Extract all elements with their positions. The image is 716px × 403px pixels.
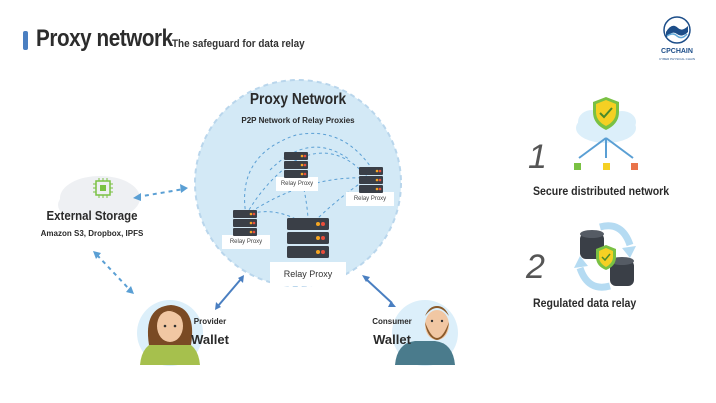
page-title: Proxy network — [36, 25, 173, 52]
proxy-network-subtitle: P2P Network of Relay Proxies — [241, 116, 355, 125]
page-subtitle: The safeguard for data relay — [172, 38, 305, 50]
proxy-network-title: Proxy Network — [249, 91, 347, 108]
external-storage-subtitle: Amazon S3, Dropbox, IPFS — [40, 229, 144, 238]
consumer-role: Consumer — [372, 317, 412, 326]
logo-name: CPCHAIN — [661, 48, 693, 55]
storage-arrowheads — [93, 184, 188, 294]
wallet-connectors — [217, 278, 393, 307]
relay-proxy-top-label: Relay Proxy — [280, 181, 314, 187]
provider-wallet-label: Wallet — [191, 332, 229, 347]
consumer-avatar — [392, 300, 458, 366]
external-storage-cloud — [58, 176, 140, 220]
provider-avatar — [137, 300, 203, 366]
shield-cloud-icon — [574, 97, 638, 170]
chip-icon — [93, 178, 113, 198]
relay-proxy-top — [276, 152, 318, 191]
relay-proxy-left-label: Relay Proxy — [229, 239, 263, 245]
wallet-arrowheads — [215, 275, 396, 310]
title-accent-bar — [23, 31, 28, 50]
database-shield-icon — [574, 222, 636, 291]
external-storage-title: External Storage — [46, 208, 138, 223]
feature-2-number: 2 — [526, 248, 545, 286]
provider-role: Provider — [193, 317, 227, 326]
relay-proxy-main — [270, 218, 346, 286]
feature-2-label: Regulated data relay — [533, 296, 637, 310]
feature-1-number: 1 — [528, 138, 547, 176]
relay-proxy-right-label: Relay Proxy — [353, 196, 387, 202]
consumer-wallet-label: Wallet — [373, 332, 411, 347]
relay-proxy-left — [222, 210, 270, 249]
relay-proxy-main-label: Relay Proxy — [283, 269, 333, 279]
relay-proxy-right — [346, 167, 394, 206]
storage-connectors — [96, 188, 185, 291]
feature-1-label: Secure distributed network — [533, 184, 670, 198]
logo-tagline: CYBER PHYSICAL CHAIN — [658, 57, 696, 61]
